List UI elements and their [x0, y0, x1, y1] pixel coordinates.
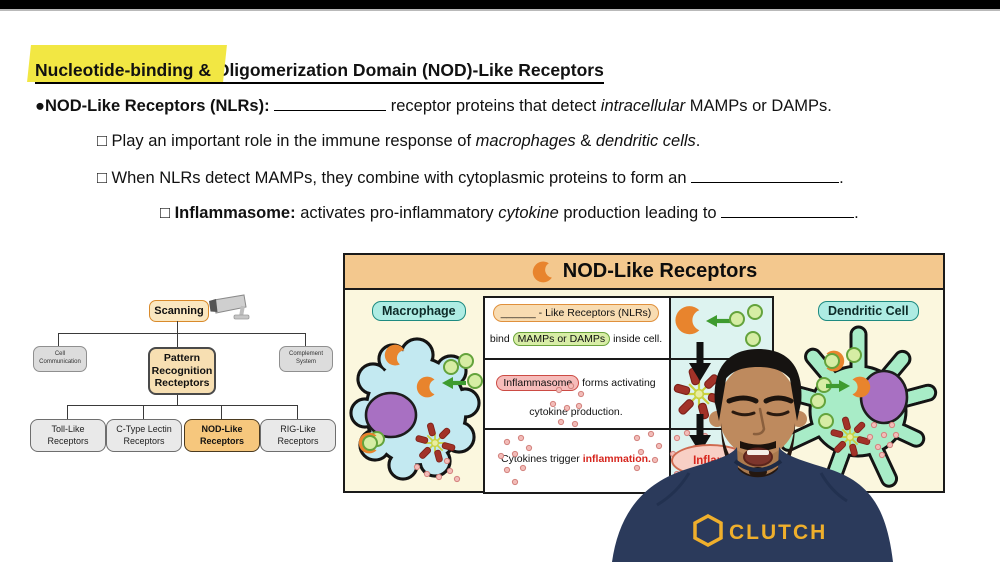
connector-line [143, 405, 145, 419]
security-camera-icon [209, 294, 250, 320]
fill-in-blank [274, 96, 387, 111]
flowchart-node-pattern-recognition-receptors: Pattern Recognition Recteptors [148, 347, 216, 395]
nod-receptor-crescent-icon [530, 259, 553, 284]
note-line-nlr-definition: ●NOD-Like Receptors (NLRs): receptor pro… [35, 96, 832, 115]
table-row-2-text-line2: cytokine production. [529, 406, 623, 418]
nlr-blank-pill: ______ - Like Receptors (NLRs) [492, 304, 660, 322]
presenter: CLUTCH [612, 349, 893, 562]
cytokine-dots [549, 382, 585, 428]
dendritic-cell-illustration [779, 325, 938, 488]
fill-in-blank [721, 203, 855, 218]
flowchart-node-scanning: Scanning [149, 300, 209, 322]
row-divider [485, 358, 772, 360]
macrophage-cell-illustration [349, 337, 483, 483]
flowchart-node-c-type-lectin-receptors: C-Type Lectin Receptors [106, 419, 182, 452]
connector-line [297, 405, 299, 419]
dendritic-cell-label: Dendritic Cell [818, 301, 919, 321]
cytokine-dots [497, 434, 533, 486]
connector-line [177, 321, 179, 333]
flowchart-node-complement-system: Complement System [279, 346, 333, 372]
flowchart-node-nod-like-receptors: NOD-Like Receptors [184, 419, 260, 452]
table-row-1-text: bind MAMPs or DAMPs inside cell. [489, 332, 663, 346]
connector-line [58, 333, 306, 335]
diagram-title: NOD-Like Receptors [562, 260, 758, 282]
macrophage-label: Macrophage [372, 301, 466, 321]
nod-like-receptors-diagram: NOD-Like Receptors Macrophage [343, 253, 945, 494]
clutch-hexagon-logo-icon [693, 514, 723, 547]
table-row-3-text: Cytokines trigger inflammation. [501, 453, 651, 465]
highlighted-text: Nucleotide-binding & [35, 60, 211, 80]
flowchart-node-cell-communication: Cell Communication [33, 346, 87, 372]
row-divider [485, 428, 772, 430]
connector-line [305, 333, 307, 346]
video-letterbox-bar [0, 0, 1000, 11]
flowchart-node-rig-like-receptors: RIG-Like Receptors [260, 419, 336, 452]
flowchart-node-toll-like-receptors: Toll-Like Receptors [30, 419, 106, 452]
diagram-header: NOD-Like Receptors [345, 255, 943, 290]
connector-line [67, 405, 69, 419]
connector-line [58, 333, 60, 346]
fill-in-blank [691, 168, 840, 183]
title-rest: Oligomerization Domain (NOD)-Like Recept… [210, 60, 604, 80]
shirt-brand-text: CLUTCH [729, 521, 827, 544]
connector-line [67, 405, 298, 407]
connector-line [177, 391, 179, 405]
note-line-inflammasome: □ Inflammasome: activates pro-inflammato… [160, 203, 859, 222]
connector-line [221, 405, 223, 419]
page-title: Nucleotide-binding & Oligomerization Dom… [35, 60, 604, 84]
note-line-nlr-detect: □ When NLRs detect MAMPs, they combine w… [97, 168, 844, 187]
nucleus [364, 391, 418, 439]
connector-line [177, 333, 179, 347]
table-row-1-title: ______ - Like Receptors (NLRs) [485, 304, 667, 322]
mamps-damps-pill: MAMPs or DAMPs [512, 332, 611, 346]
note-line-immune-role: □ Play an important role in the immune r… [97, 132, 701, 150]
